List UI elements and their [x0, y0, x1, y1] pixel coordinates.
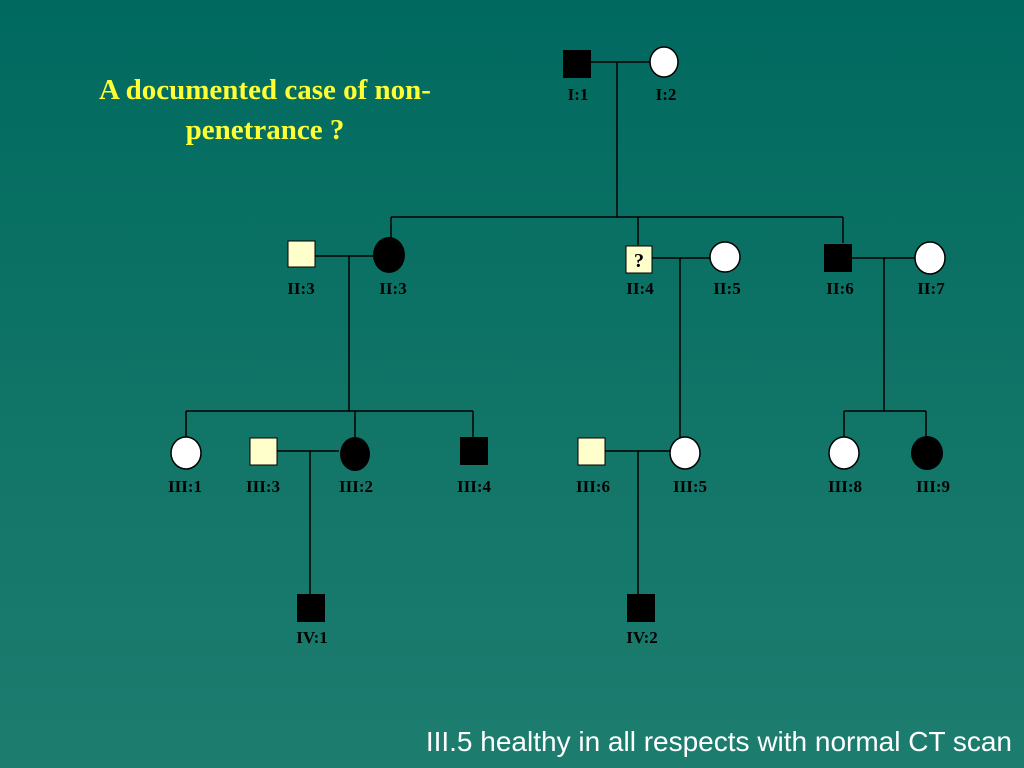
- individual-III-5-symbol: [669, 436, 701, 470]
- pedigree-individuals: I:1 I:2 II:3 II:3 ? II:4 II:5 II:6 II:7 …: [168, 46, 950, 647]
- individual-II-6-symbol: [824, 244, 852, 272]
- individual-III-3-symbol: [249, 437, 278, 466]
- individual-II-3-male-label: II:3: [287, 279, 314, 298]
- individual-IV-2-symbol: [627, 594, 655, 622]
- individual-II-3-male-symbol: [287, 240, 316, 268]
- title-line-2: penetrance ?: [185, 114, 345, 146]
- individual-II-7-label: II:7: [917, 279, 945, 298]
- individual-III-1-label: III:1: [168, 477, 202, 496]
- individual-III-8-label: III:8: [828, 477, 862, 496]
- individual-III-4-label: III:4: [457, 477, 492, 496]
- individual-III-1-symbol: [170, 436, 202, 470]
- individual-III-3-label: III:3: [246, 477, 280, 496]
- individual-II-7-symbol: [914, 241, 946, 275]
- individual-IV-1-symbol: [297, 594, 325, 622]
- individual-IV-1-label: IV:1: [296, 628, 328, 647]
- individual-II-5-label: II:5: [713, 279, 740, 298]
- title-line-1: A documented case of non-: [99, 74, 431, 106]
- individual-III-2-label: III:2: [339, 477, 373, 496]
- individual-I-1-symbol: [563, 50, 591, 78]
- individual-II-4-symbol: [625, 245, 653, 274]
- individual-III-9-label: III:9: [916, 477, 950, 496]
- individual-II-5-symbol: [709, 241, 741, 273]
- individual-II-4-label: II:4: [626, 279, 654, 298]
- pedigree-lines: [185, 61, 927, 594]
- individual-III-5-label: III:5: [673, 477, 707, 496]
- individual-II-6-label: II:6: [826, 279, 853, 298]
- individual-III-9-symbol: [911, 436, 943, 470]
- individual-III-6-symbol: [577, 437, 606, 466]
- individual-II-3-female-label: II:3: [379, 279, 406, 298]
- individual-I-1-label: I:1: [568, 85, 589, 104]
- individual-III-8-symbol: [828, 436, 860, 470]
- caption-text: III.5 healthy in all respects with norma…: [425, 726, 1012, 757]
- individual-III-6-label: III:6: [576, 477, 610, 496]
- individual-I-2-label: I:2: [656, 85, 677, 104]
- individual-IV-2-label: IV:2: [626, 628, 658, 647]
- slide-title: A documented case of non- penetrance ?: [40, 70, 490, 150]
- individual-III-4-symbol: [460, 437, 488, 465]
- individual-III-2-symbol: [340, 437, 370, 471]
- individual-II-3-female-symbol: [373, 237, 405, 273]
- individual-II-4-question-mark: ?: [634, 250, 644, 272]
- individual-I-2-symbol: [649, 46, 679, 78]
